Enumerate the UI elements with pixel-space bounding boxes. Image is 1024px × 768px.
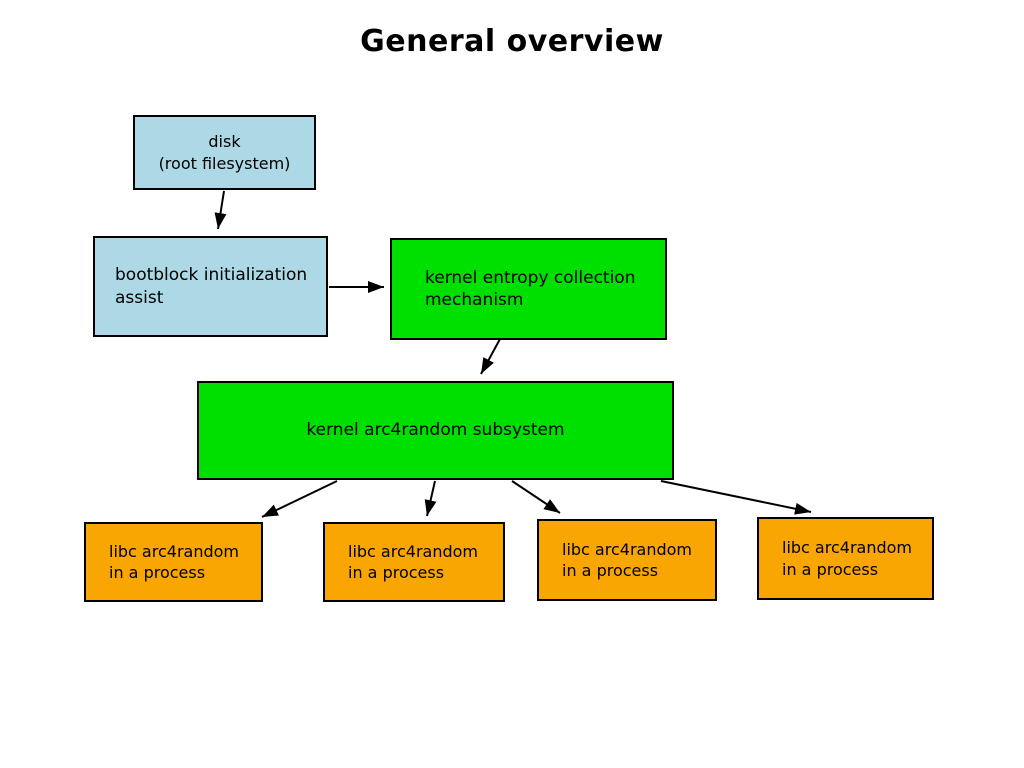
- node-libc1-line1: libc arc4random: [109, 541, 239, 561]
- node-libc-process-3: libc arc4random in a process: [537, 519, 717, 601]
- arrow-entropy-to-subsystem: [480, 338, 501, 375]
- node-libc3-line2: in a process: [562, 561, 659, 580]
- arrow-subsystem-to-libc1: [261, 480, 338, 518]
- node-libc4-line1: libc arc4random: [782, 538, 912, 558]
- arrow-subsystem-to-libc2: [424, 480, 437, 517]
- node-libc-process-1: libc arc4random in a process: [84, 522, 263, 602]
- node-entropy-line2: mechanism: [425, 290, 524, 310]
- arrow-subsystem-to-libc4: [660, 480, 812, 515]
- node-libc2-line2: in a process: [348, 563, 445, 582]
- arrow-subsystem-to-libc3: [511, 480, 561, 514]
- node-subsystem-line1: kernel arc4random subsystem: [306, 420, 565, 441]
- node-bootblock-line2: assist: [115, 287, 164, 308]
- node-entropy: kernel entropy collection mechanism: [390, 238, 667, 340]
- node-libc4-line2: in a process: [782, 559, 879, 579]
- node-libc2-line1: libc arc4random: [348, 541, 478, 561]
- node-entropy-line1: kernel entropy collection: [425, 267, 636, 288]
- node-disk: disk (root filesystem): [133, 115, 316, 190]
- node-libc1-line2: in a process: [109, 563, 206, 582]
- arrow-disk-to-bootblock: [214, 190, 227, 230]
- node-libc3-line1: libc arc4random: [562, 539, 692, 559]
- page-title: General overview: [360, 24, 664, 59]
- node-disk-line2: (root filesystem): [158, 153, 291, 173]
- node-subsystem: kernel arc4random subsystem: [197, 381, 674, 480]
- node-libc-process-2: libc arc4random in a process: [323, 522, 505, 602]
- node-libc-process-4: libc arc4random in a process: [757, 517, 934, 600]
- node-bootblock-line1: bootblock initialization: [115, 265, 308, 286]
- node-disk-line1: disk: [208, 132, 241, 152]
- node-bootblock: bootblock initialization assist: [93, 236, 328, 337]
